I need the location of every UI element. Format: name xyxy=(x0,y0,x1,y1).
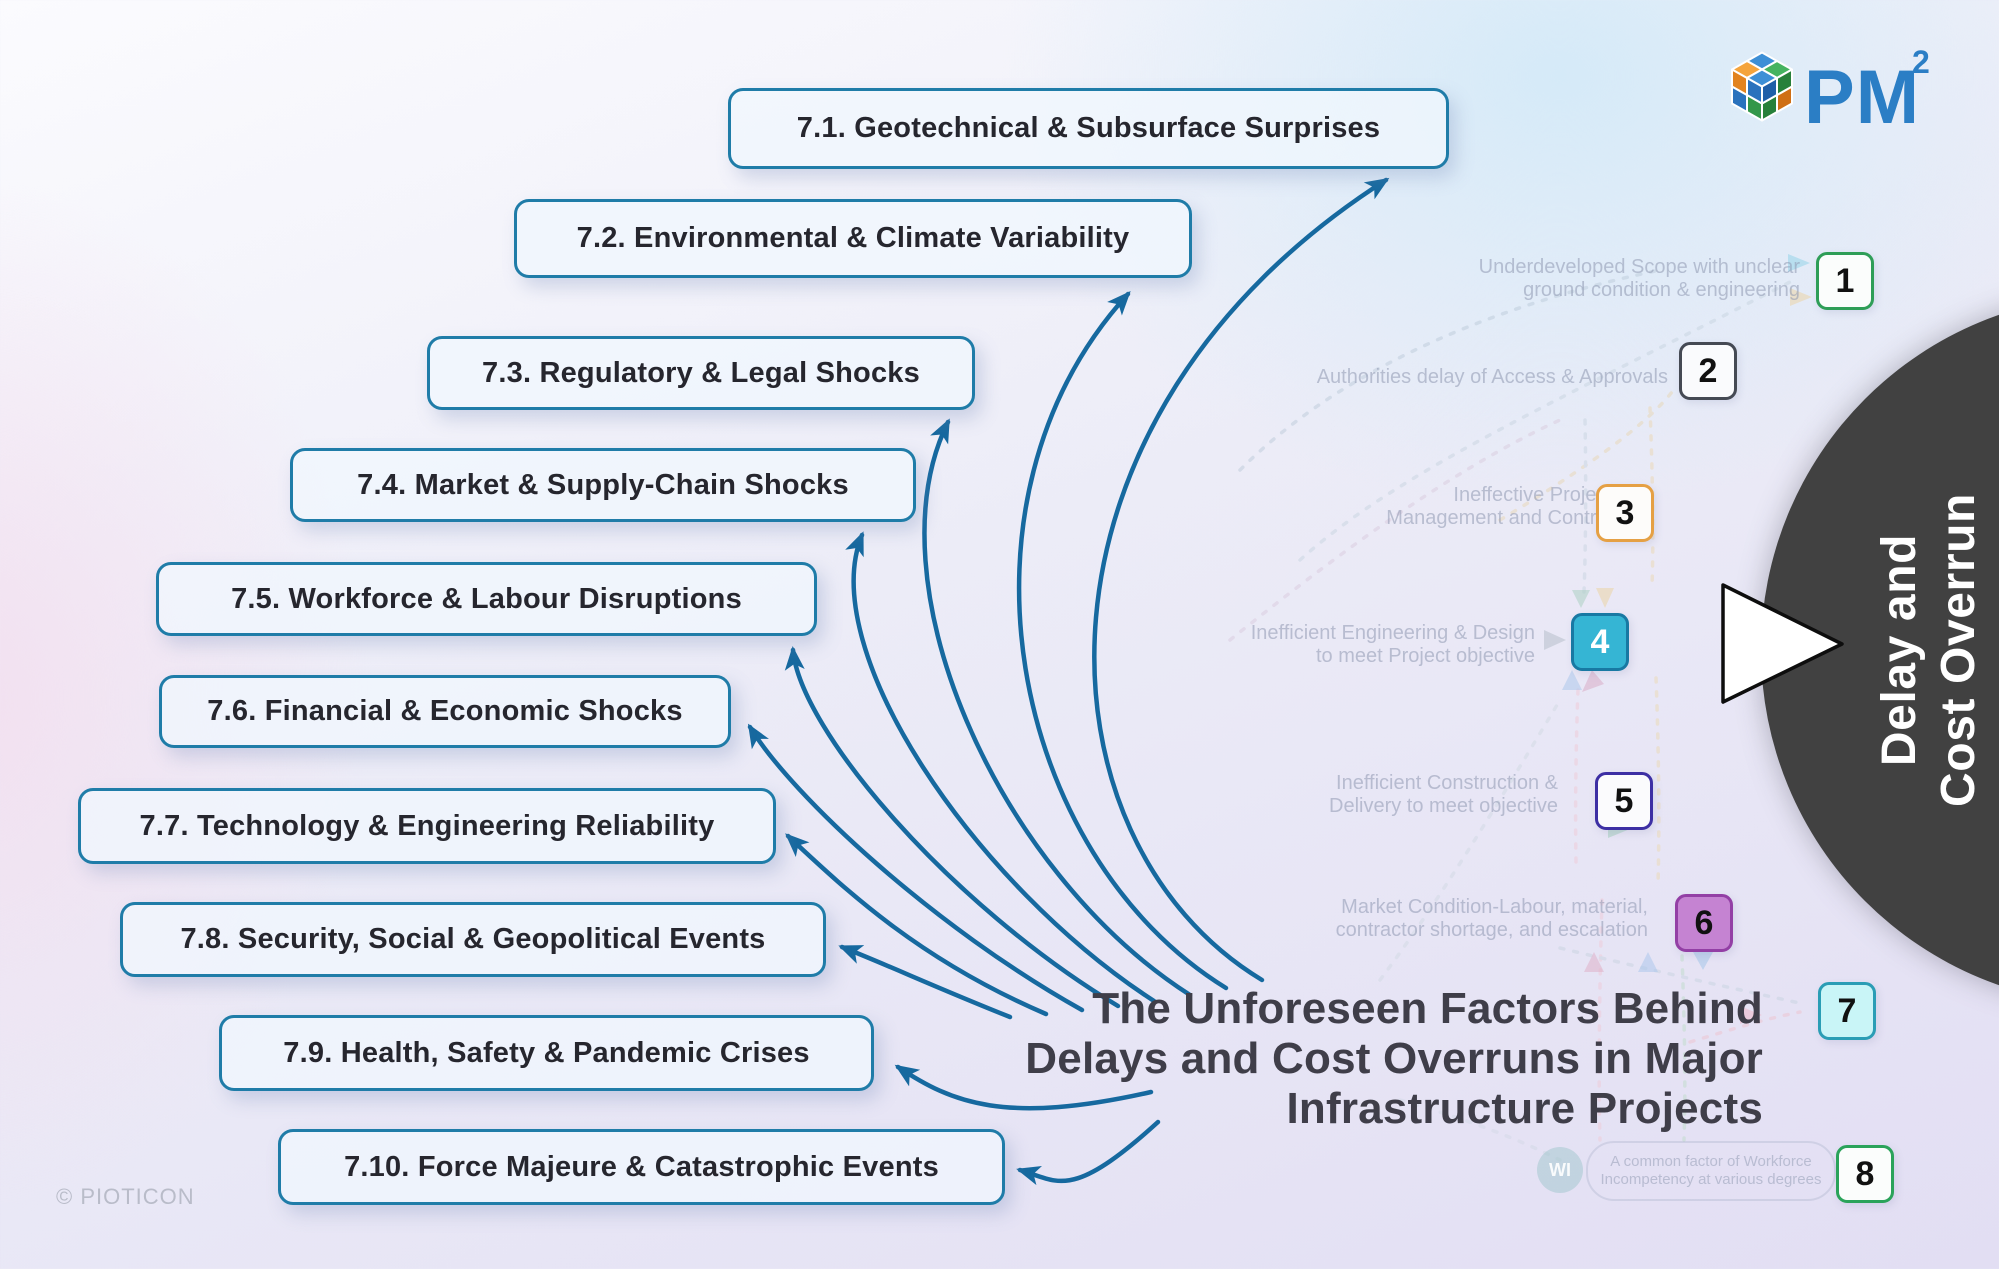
factor-box-7-7: 7.7. Technology & Engineering Reliabilit… xyxy=(78,788,776,864)
arrow-to-factor-7 xyxy=(785,833,1049,1017)
flow-step-6: 6 xyxy=(1675,894,1733,952)
factor-label: 7.4. Market & Supply-Chain Shocks xyxy=(357,468,849,501)
flow-step-3: 3 xyxy=(1596,484,1654,542)
arrow-to-factor-2 xyxy=(1016,291,1229,991)
arrow-to-factor-1 xyxy=(1092,177,1390,983)
factor-box-7-5: 7.5. Workforce & Labour Disruptions xyxy=(156,562,817,636)
flow-step-2: 2 xyxy=(1679,342,1737,400)
pm2-logo-superscript: 2 xyxy=(1912,44,1930,80)
flow-step-5-number: 5 xyxy=(1614,781,1634,820)
flow-step-8-number: 8 xyxy=(1855,1154,1875,1193)
flow-note-5: Inefficient Construction &Delivery to me… xyxy=(1329,772,1558,817)
factor-box-7-6: 7.6. Financial & Economic Shocks xyxy=(159,675,731,748)
arrow-to-factor-9 xyxy=(894,1064,1154,1111)
flow-note-2: Authorities delay of Access & Approvals xyxy=(1316,366,1668,388)
factor-label: 7.7. Technology & Engineering Reliabilit… xyxy=(139,809,715,842)
flow-step-1: 1 xyxy=(1816,252,1874,310)
flow-step-3-number: 3 xyxy=(1615,493,1635,532)
flow-step-4-number: 4 xyxy=(1590,622,1610,661)
flow-step-6-number: 6 xyxy=(1694,903,1714,942)
flow-step-2-number: 2 xyxy=(1698,351,1718,390)
arrow-to-factor-10 xyxy=(1016,1119,1161,1186)
factor-label: 7.8. Security, Social & Geopolitical Eve… xyxy=(180,923,766,955)
factor-label: 7.5. Workforce & Labour Disruptions xyxy=(231,582,742,615)
pm2-logo: PM 2 xyxy=(1708,44,1948,158)
factor-label: 7.6. Financial & Economic Shocks xyxy=(207,695,683,727)
factor-box-7-10: 7.10. Force Majeure & Catastrophic Event… xyxy=(278,1129,1005,1205)
flow-step-7: 7 xyxy=(1818,982,1876,1040)
page-title: The Unforeseen Factors Behind Delays and… xyxy=(1025,984,1763,1134)
flow-step-7-number: 7 xyxy=(1837,991,1857,1030)
arrow-to-factor-3 xyxy=(922,418,1193,998)
workforce-badge: WI xyxy=(1537,1147,1583,1193)
factor-label: 7.1. Geotechnical & Subsurface Surprises xyxy=(796,112,1381,144)
factor-box-7-3: 7.3. Regulatory & Legal Shocks xyxy=(427,336,975,410)
factor-box-7-4: 7.4. Market & Supply-Chain Shocks xyxy=(290,448,916,522)
copyright-text: © PIOTICON xyxy=(56,1184,195,1209)
factor-label: 7.10. Force Majeure & Catastrophic Event… xyxy=(344,1150,939,1183)
factor-label: 7.2. Environmental & Climate Variability xyxy=(576,222,1130,254)
flow-note-6: Market Condition-Labour, material,contra… xyxy=(1335,896,1648,941)
arrow-to-factor-5 xyxy=(784,646,1121,1009)
arrow-to-factor-4 xyxy=(845,531,1157,1004)
arrow-to-factor-8 xyxy=(838,944,1013,1020)
flow-step-4: 4 xyxy=(1571,613,1629,671)
pm2-cubes-icon xyxy=(1731,51,1793,122)
factor-box-7-9: 7.9. Health, Safety & Pandemic Crises xyxy=(219,1015,874,1091)
flow-step-1-number: 1 xyxy=(1835,261,1855,300)
factor-label: 7.3. Regulatory & Legal Shocks xyxy=(482,356,920,389)
outcome-arrow-icon xyxy=(1721,583,1844,704)
flow-step-8: 8 xyxy=(1836,1145,1894,1203)
factor-box-7-2: 7.2. Environmental & Climate Variability xyxy=(514,199,1192,278)
factor-box-7-8: 7.8. Security, Social & Geopolitical Eve… xyxy=(120,902,826,977)
pm2-logo-text: PM xyxy=(1804,55,1920,140)
factor-box-7-1: 7.1. Geotechnical & Subsurface Surprises xyxy=(728,88,1449,169)
flow-step-5: 5 xyxy=(1595,772,1653,830)
arrow-to-factor-6 xyxy=(747,723,1085,1013)
factor-label: 7.9. Health, Safety & Pandemic Crises xyxy=(283,1036,810,1069)
